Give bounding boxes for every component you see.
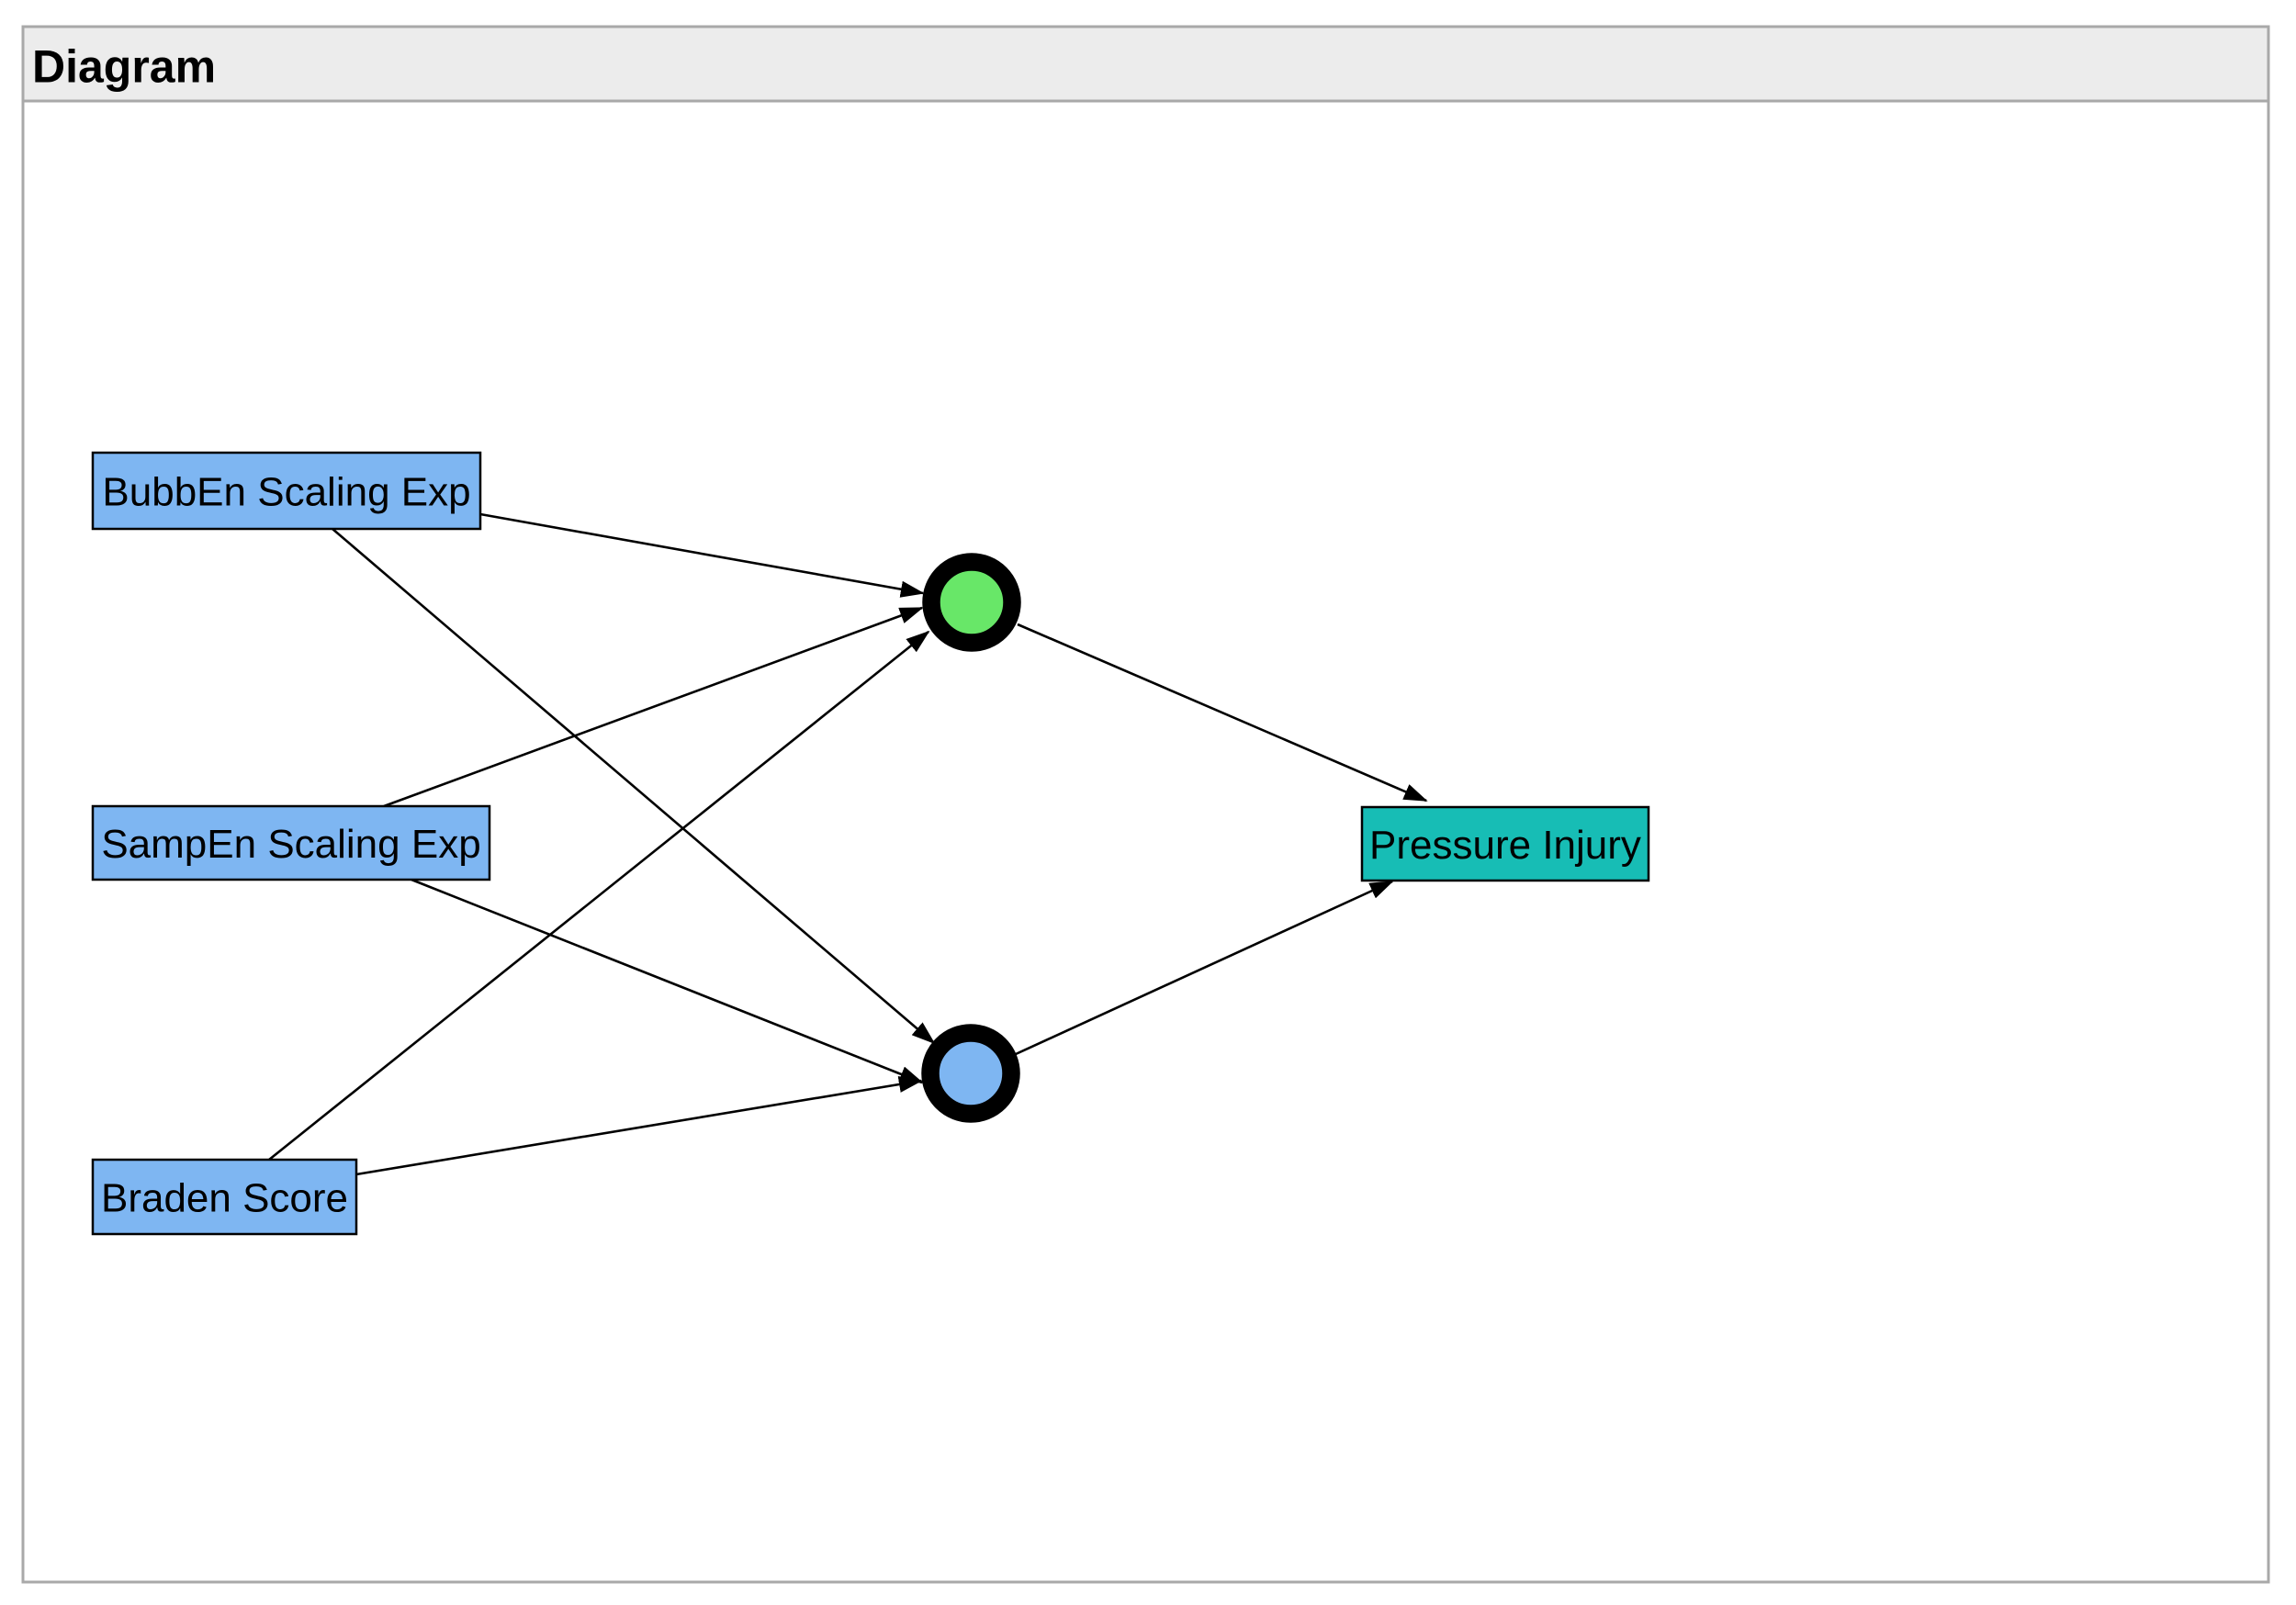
node-bubben: BubbEn Scaling Exp [91, 451, 482, 531]
node-hidden-green [922, 553, 1021, 652]
node-hidden-blue-shape [921, 1024, 1020, 1123]
node-bubben-shape [91, 451, 482, 531]
node-pressure-injury-shape [1360, 805, 1650, 882]
edge-hidden-blue-to-pressure-injury [1015, 880, 1394, 1056]
node-hidden-blue [921, 1024, 1020, 1123]
node-pressure-injury-label: Pressure Injury [1369, 823, 1641, 868]
edges-layer [268, 512, 1428, 1176]
edge-sampen-to-hidden-green [383, 606, 924, 808]
node-sampen-label: SampEn Scaling Exp [101, 822, 480, 867]
node-pressure-injury: Pressure Injury [1360, 805, 1650, 882]
node-braden-label: Braden Score [101, 1176, 348, 1221]
node-bubben-label: BubbEn Scaling Exp [102, 470, 470, 515]
edge-braden-to-hidden-green [268, 630, 930, 1162]
edge-bubben-to-hidden-green [479, 512, 925, 598]
node-sampen: SampEn Scaling Exp [91, 804, 491, 881]
window-frame [21, 25, 2270, 1584]
node-braden-shape [91, 1158, 358, 1236]
window-titlebar [21, 25, 2270, 103]
edge-bubben-to-hidden-blue [332, 528, 936, 1045]
node-hidden-green-shape [922, 553, 1021, 652]
edge-braden-to-hidden-blue [355, 1075, 923, 1176]
node-braden: Braden Score [91, 1158, 358, 1236]
node-sampen-shape [91, 804, 491, 881]
edge-sampen-to-hidden-blue [411, 878, 924, 1084]
edge-hidden-green-to-pressure-injury [1017, 623, 1428, 802]
window-title: Diagram [32, 41, 216, 93]
